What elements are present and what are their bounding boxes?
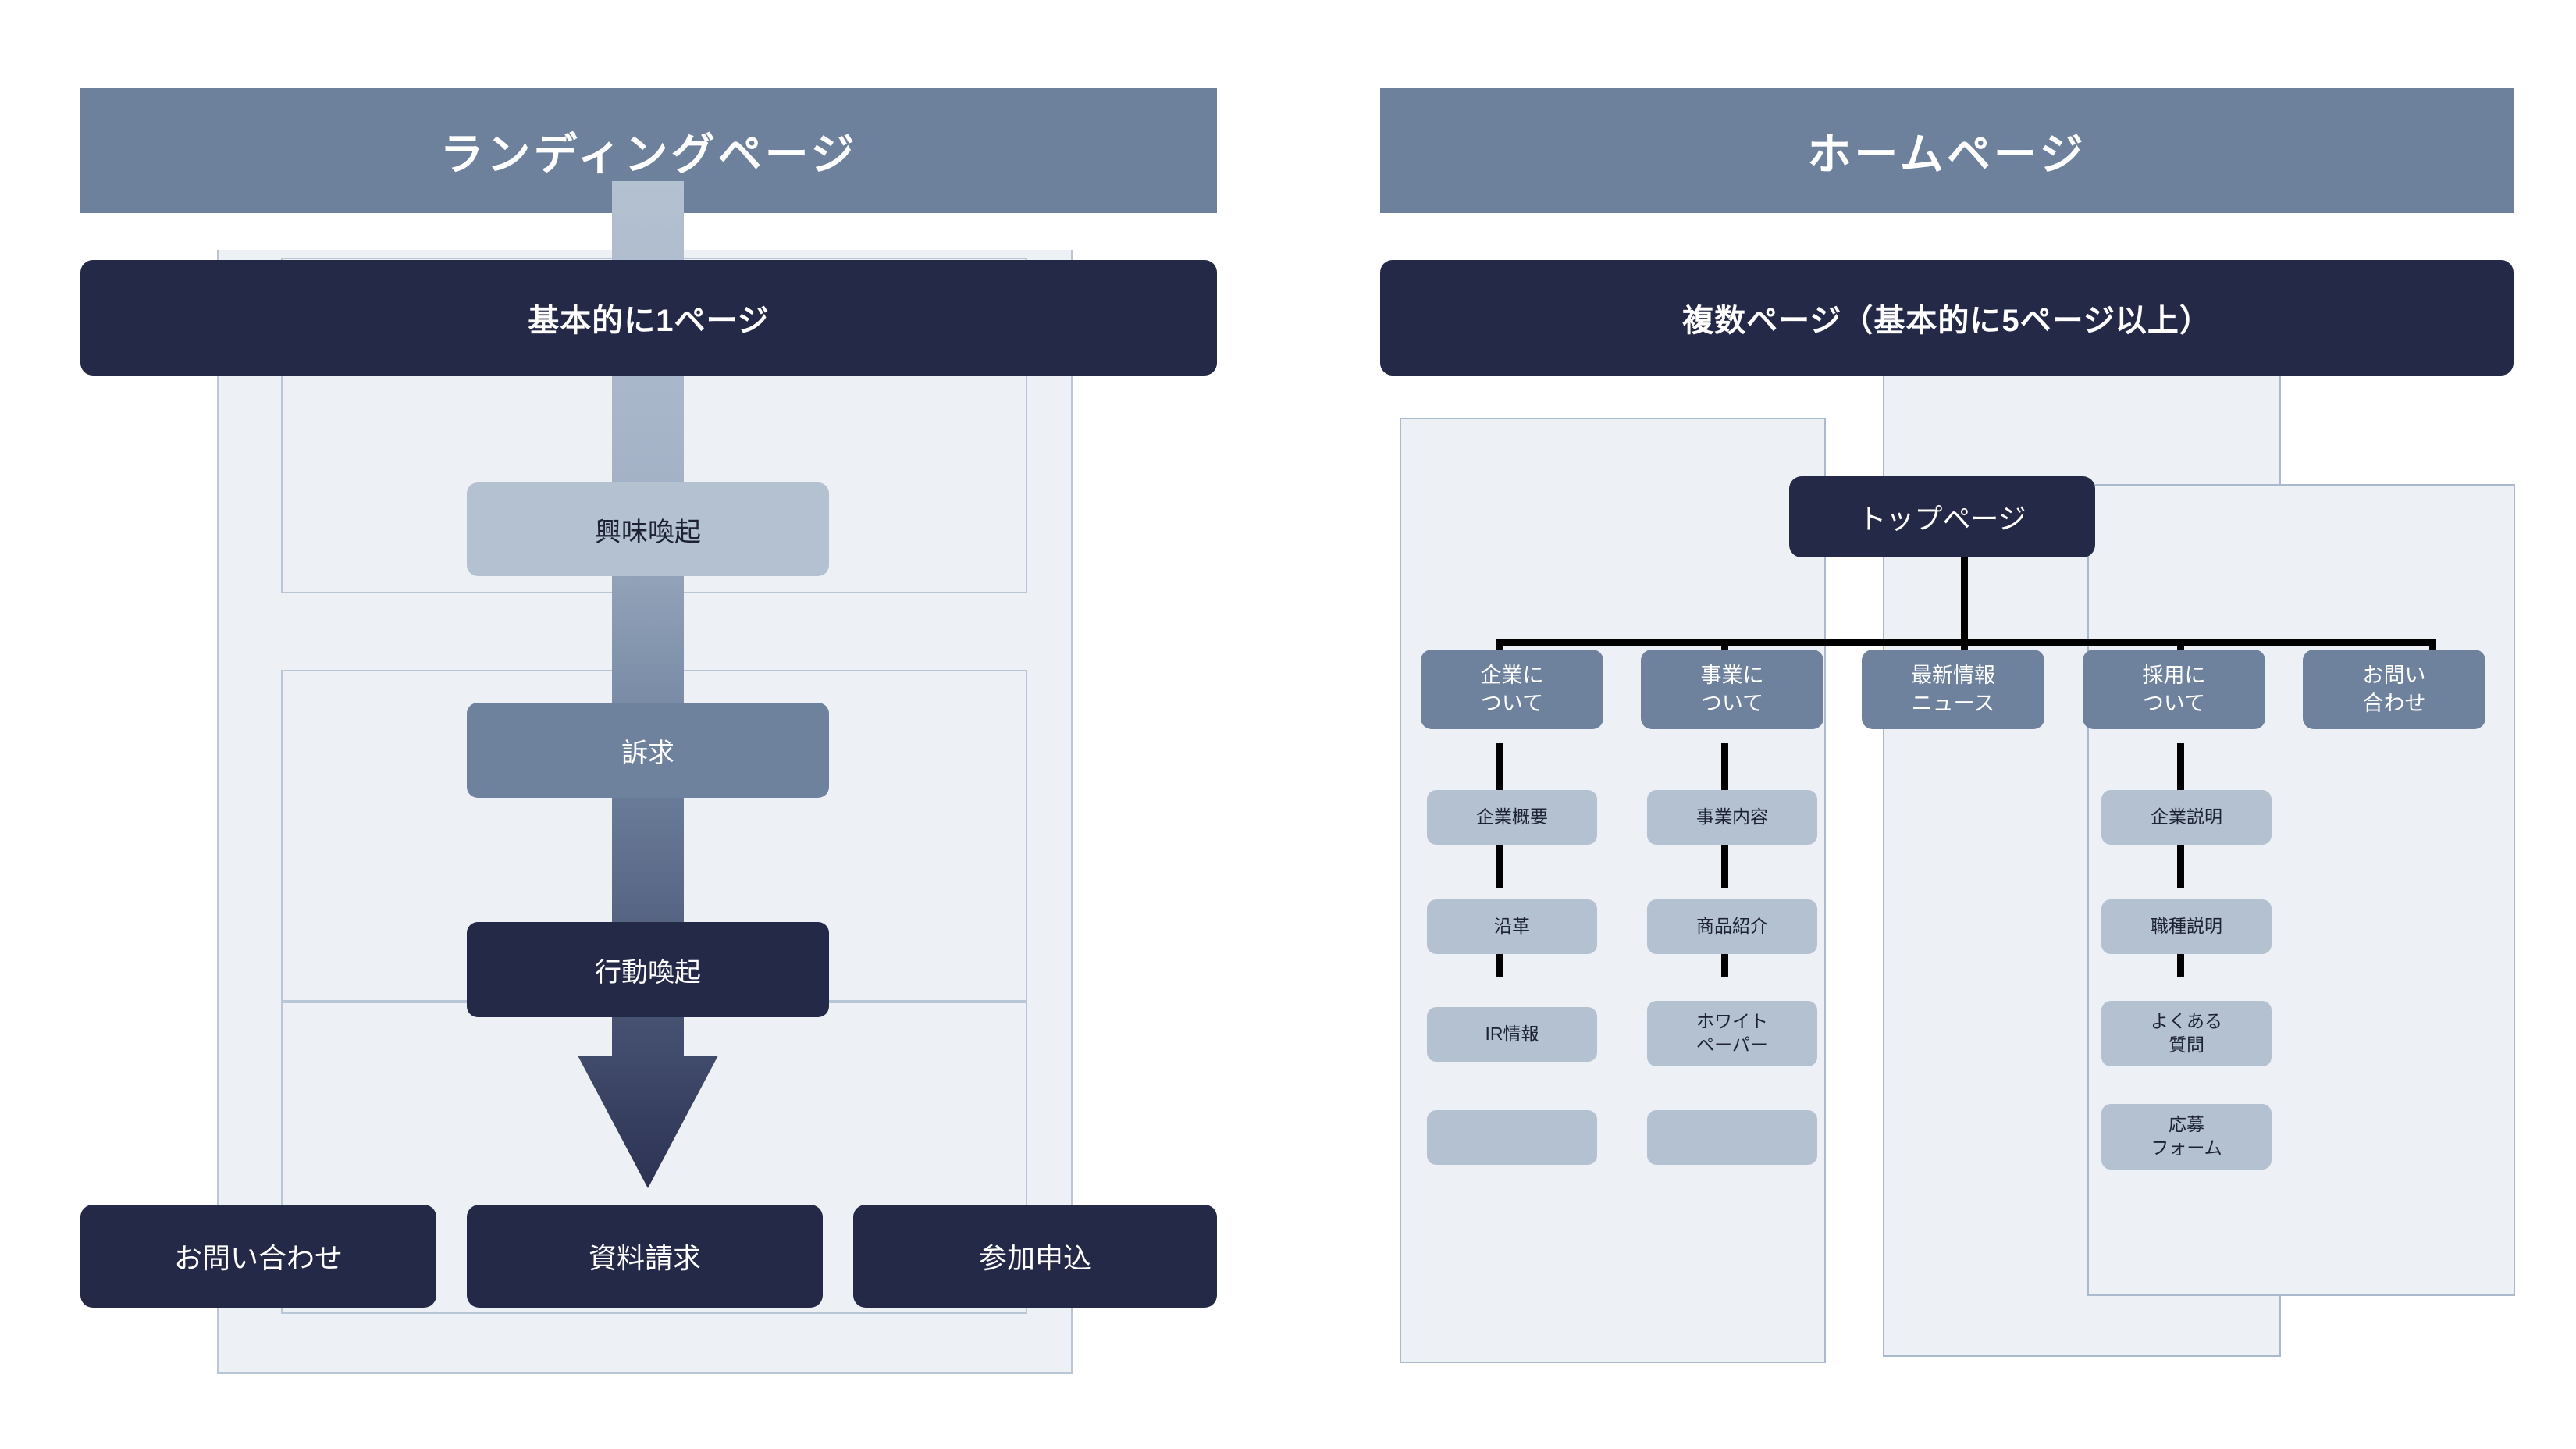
sitemap-sub-recruit-company-info-label: 企業説明 [2151,806,2222,828]
sitemap-category-business[interactable]: 事業について [1641,650,1823,729]
homepage-banner-label: ホームページ [1807,129,2087,179]
sitemap-sub-company-empty[interactable] [1427,1110,1597,1165]
sitemap-panel-left [1400,418,1826,1363]
sitemap-sub-company-overview[interactable]: 企業概要 [1427,790,1597,845]
landing-page-header: 基本的に1ページ [80,260,1217,376]
flow-node-interest-label: 興味喚起 [595,517,701,547]
sitemap-category-recruit-label: 採用について [2142,663,2206,715]
sitemap-sub-recruit-apply-form-label: 応募フォーム [2151,1114,2222,1158]
landing-page-header-label: 基本的に1ページ [528,304,770,338]
sitemap-sub-business-content-label: 事業内容 [1696,806,1768,828]
sitemap-sub-recruit-job-types[interactable]: 職種説明 [2101,899,2272,954]
sitemap-sub-company-ir-label: IR情報 [1485,1024,1539,1045]
cta-button-contact[interactable]: お問い合わせ [80,1205,436,1308]
homepage-header: 複数ページ（基本的に5ページ以上） [1380,260,2514,376]
sitemap-category-contact-label: お問い合わせ [2362,663,2426,715]
cta-button-document-request-label: 資料請求 [588,1242,701,1274]
landing-page-banner-label: ランディングページ [439,129,858,179]
sitemap-node-top-page[interactable]: トップページ [1789,476,2095,557]
connector-recruit-chain-2 [2177,835,2184,888]
sitemap-sub-business-whitepaper[interactable]: ホワイトペーパー [1647,1001,1817,1066]
sitemap-sub-business-products[interactable]: 商品紹介 [1647,899,1817,954]
sitemap-category-recruit[interactable]: 採用について [2083,650,2265,729]
cta-button-document-request[interactable]: 資料請求 [467,1205,823,1308]
sitemap-sub-company-history-label: 沿革 [1494,916,1530,937]
connector-company-chain-2 [1496,835,1503,888]
sitemap-sub-company-ir[interactable]: IR情報 [1427,1007,1597,1062]
connector-business-chain-1 [1721,743,1728,798]
connector-recruit-chain-1 [2177,743,2184,798]
cta-button-contact-label: お問い合わせ [173,1242,343,1274]
sitemap-sub-recruit-job-types-label: 職種説明 [2151,916,2222,937]
sitemap-category-contact[interactable]: お問い合わせ [2303,650,2485,729]
sitemap-sub-recruit-faq-label: よくある質問 [2151,1011,2222,1055]
connector-company-chain-1 [1496,743,1503,798]
sitemap-sub-business-whitepaper-label: ホワイトペーパー [1696,1011,1768,1055]
cta-button-participation-label: 参加申込 [978,1242,1091,1274]
homepage-header-label: 複数ページ（基本的に5ページ以上） [1682,304,2211,338]
connector-top-stem [1961,557,1968,645]
sitemap-category-company[interactable]: 企業について [1421,650,1603,729]
sitemap-category-company-label: 企業について [1480,663,1544,715]
sitemap-sub-recruit-company-info[interactable]: 企業説明 [2101,790,2272,845]
flow-node-appeal[interactable]: 訴求 [467,703,829,798]
sitemap-category-news[interactable]: 最新情報ニュース [1862,650,2044,729]
sitemap-sub-business-products-label: 商品紹介 [1696,916,1768,937]
connector-business-chain-2 [1721,835,1728,888]
sitemap-category-news-label: 最新情報ニュース [1911,663,1995,715]
sitemap-node-top-page-label: トップページ [1858,503,2026,535]
sitemap-sub-company-history[interactable]: 沿革 [1427,899,1597,954]
sitemap-category-business-label: 事業について [1700,663,1764,715]
sitemap-panel-right [2087,484,2515,1296]
flow-node-cta-label: 行動喚起 [595,957,701,988]
cta-button-participation[interactable]: 参加申込 [853,1205,1217,1308]
sitemap-sub-business-empty[interactable] [1647,1110,1817,1165]
homepage-banner: ホームページ [1380,88,2514,213]
sitemap-sub-recruit-apply-form[interactable]: 応募フォーム [2101,1104,2272,1170]
flow-node-cta[interactable]: 行動喚起 [467,922,829,1017]
flow-node-interest[interactable]: 興味喚起 [467,482,829,576]
sitemap-sub-recruit-faq[interactable]: よくある質問 [2101,1001,2272,1066]
sitemap-sub-business-content[interactable]: 事業内容 [1647,790,1817,845]
flow-node-appeal-label: 訴求 [621,738,674,768]
sitemap-sub-company-overview-label: 企業概要 [1476,806,1548,828]
